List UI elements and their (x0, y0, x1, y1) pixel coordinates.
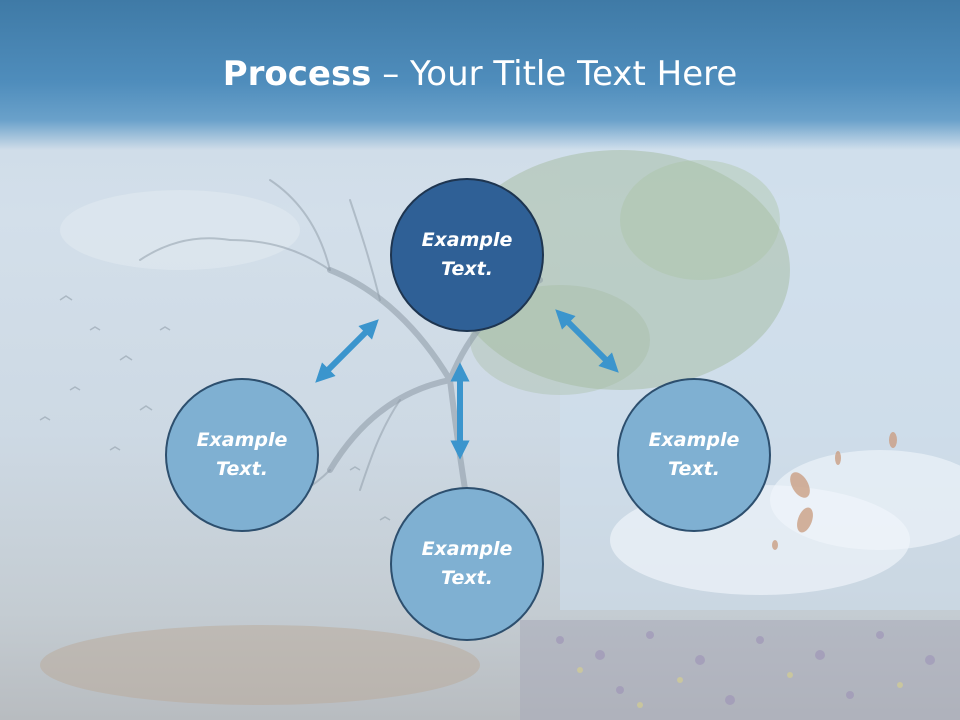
title-bold: Process (222, 54, 372, 94)
process-node-right-line1: Example (648, 429, 740, 451)
arrow-top-to-right (555, 309, 619, 373)
process-node-bottom-label: Example Text. (422, 535, 513, 593)
title-rest: – Your Title Text Here (371, 54, 738, 94)
process-node-top-label: Example Text. (422, 226, 513, 284)
process-node-left: Example Text. (165, 378, 319, 532)
title-bar (0, 0, 960, 150)
process-node-bottom-line2: Text. (441, 567, 493, 589)
process-node-right-line2: Text. (668, 458, 720, 480)
process-node-right: Example Text. (617, 378, 771, 532)
process-node-left-line1: Example (196, 429, 288, 451)
page-title: Process – Your Title Text Here (0, 52, 960, 96)
process-node-left-line2: Text. (216, 458, 268, 480)
process-node-left-label: Example Text. (197, 426, 288, 484)
process-node-right-label: Example Text. (649, 426, 740, 484)
process-node-bottom-line1: Example (421, 538, 513, 560)
process-node-top-line1: Example (421, 229, 513, 251)
process-node-bottom: Example Text. (390, 487, 544, 641)
process-node-top: Example Text. (390, 178, 544, 332)
process-node-top-line2: Text. (441, 258, 493, 280)
arrow-left-to-top (315, 319, 379, 383)
